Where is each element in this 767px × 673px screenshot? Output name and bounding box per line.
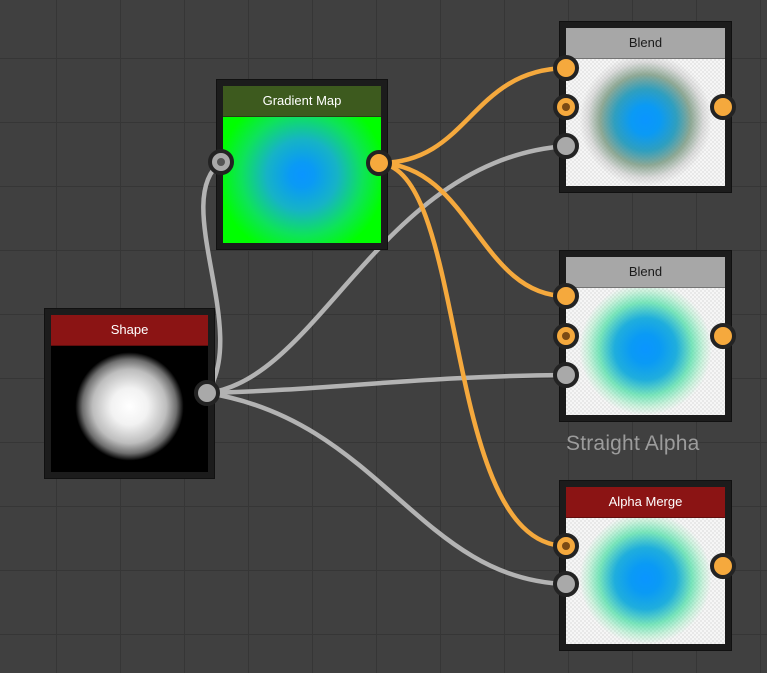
shape-output-port[interactable] [194, 380, 220, 406]
wire-gradient-to-blend-middle [376, 160, 569, 299]
gradient-map-input-port[interactable] [208, 149, 234, 175]
wire-shape-to-alpha-merge [204, 390, 569, 587]
blend-top-output-port[interactable] [710, 94, 736, 120]
blend-middle-input-port-1[interactable] [553, 283, 579, 309]
blend-middle-title: Blend [566, 257, 725, 288]
shape-node[interactable]: Shape [44, 308, 215, 479]
blend-top-input-port-3[interactable] [553, 133, 579, 159]
gradient-map-node[interactable]: Gradient Map [216, 79, 388, 250]
alpha-merge-input-port-1[interactable] [553, 533, 579, 559]
alpha-merge-preview [566, 518, 725, 644]
blend-top-preview [566, 59, 725, 186]
alpha-merge-output-port[interactable] [710, 553, 736, 579]
gradient-map-output-port[interactable] [366, 150, 392, 176]
straight-alpha-label: Straight Alpha [566, 432, 700, 455]
gradient-map-preview [223, 117, 381, 243]
blend-top-title: Blend [566, 28, 725, 59]
alpha-merge-node[interactable]: Alpha Merge [559, 480, 732, 651]
wire-shape-to-blend-middle [204, 372, 569, 396]
blend-middle-input-port-2[interactable] [553, 323, 579, 349]
blend-middle-input-port-3[interactable] [553, 362, 579, 388]
wire-gradient-to-blend-top [376, 65, 569, 166]
blend-top-input-port-2[interactable] [553, 94, 579, 120]
wire-gradient-to-alpha-merge [376, 160, 569, 549]
blend-node-top[interactable]: Blend [559, 21, 732, 193]
wire-shape-to-gradient-map [201, 159, 224, 396]
blend-node-middle[interactable]: Blend [559, 250, 732, 422]
shape-preview [51, 346, 208, 472]
shape-title: Shape [51, 315, 208, 346]
blend-top-input-port-1[interactable] [553, 55, 579, 81]
alpha-merge-title: Alpha Merge [566, 487, 725, 518]
wire-shape-to-blend-top [204, 143, 569, 396]
alpha-merge-input-port-2[interactable] [553, 571, 579, 597]
gradient-map-title: Gradient Map [223, 86, 381, 117]
blend-middle-preview [566, 288, 725, 415]
blend-middle-output-port[interactable] [710, 323, 736, 349]
